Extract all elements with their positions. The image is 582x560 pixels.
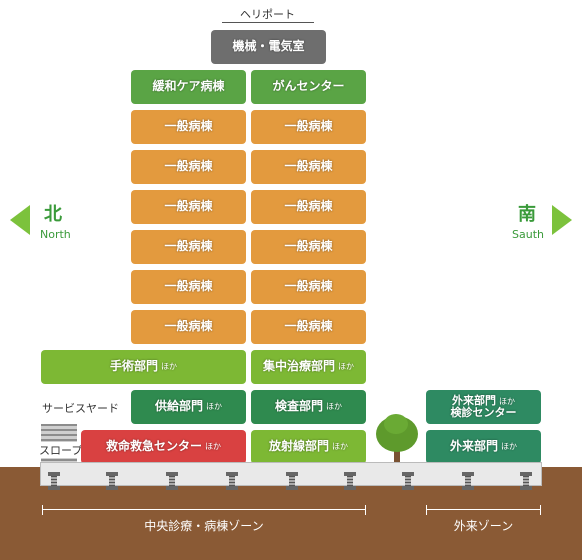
examination-label: 検査部門: [274, 399, 323, 414]
cancer-center: がんセンター: [251, 70, 366, 104]
outpatient-upper-line1: 外来部門ほか: [452, 393, 515, 407]
rooftop-mechanical-electrical-room: 機械・電気室: [211, 30, 326, 64]
supply-department: 供給部門ほか: [131, 390, 246, 424]
north-kanji: 北: [44, 204, 62, 225]
south-arrow-icon: [552, 205, 572, 235]
surgery-sub: ほか: [161, 361, 177, 371]
north-arrow-icon: [10, 205, 30, 235]
radiology-sub: ほか: [332, 441, 348, 451]
south-kanji: 南: [518, 204, 536, 225]
general-ward-label: 一般病棟: [284, 279, 333, 294]
emergency-label: 救命救急センター: [105, 439, 202, 454]
seismic-isolator-icon: [226, 472, 238, 494]
central-zone-dimension: [42, 505, 366, 515]
seismic-isolator-icon: [48, 472, 60, 494]
general-ward-label: 一般病棟: [164, 159, 213, 174]
palliative-care-ward: 緩和ケア病棟: [131, 70, 246, 104]
radiology-department: 放射線部門ほか: [251, 430, 366, 464]
outpatient-lower-sub: ほか: [501, 441, 517, 451]
seismic-isolator-icon: [344, 472, 356, 494]
general-ward-label: 一般病棟: [284, 239, 333, 254]
outpatient-lower-label: 外来部門: [449, 439, 498, 454]
cancer-center-label: がんセンター: [272, 79, 345, 94]
emergency-sub: ほか: [205, 441, 221, 451]
emergency-center: 救命救急センターほか: [81, 430, 246, 464]
outpatient-zone-label: 外来ゾーン: [453, 519, 514, 533]
general-ward: 一般病棟: [251, 230, 366, 264]
radiology-label: 放射線部門: [268, 439, 329, 454]
supply-label: 供給部門: [154, 399, 203, 414]
intensive-care-label: 集中治療部門: [262, 359, 335, 374]
general-ward-label: 一般病棟: [164, 319, 213, 334]
intensive-care-department: 集中治療部門ほか: [251, 350, 366, 384]
outpatient-department: 外来部門ほか: [426, 430, 541, 464]
general-ward-label: 一般病棟: [164, 279, 213, 294]
north-english: North: [40, 228, 71, 241]
examination-department: 検査部門ほか: [251, 390, 366, 424]
general-ward: 一般病棟: [131, 230, 246, 264]
south-english: Sauth: [512, 228, 544, 241]
general-ward: 一般病棟: [131, 190, 246, 224]
seismic-isolator-icon: [166, 472, 178, 494]
seismic-isolator-icon: [286, 472, 298, 494]
outpatient-zone-dimension: [426, 505, 541, 515]
general-ward: 一般病棟: [251, 310, 366, 344]
general-ward: 一般病棟: [251, 190, 366, 224]
general-ward: 一般病棟: [131, 310, 246, 344]
general-ward: 一般病棟: [131, 270, 246, 304]
outpatient-upper-label: 外来部門: [452, 393, 496, 407]
rooftop-label: 機械・電気室: [232, 39, 305, 54]
surgery-department: 手術部門ほか: [41, 350, 246, 384]
general-ward-label: 一般病棟: [284, 159, 333, 174]
surgery-label: 手術部門: [109, 359, 158, 374]
outpatient-checkup-center: 外来部門ほか 検診センター: [426, 390, 541, 424]
general-ward: 一般病棟: [251, 270, 366, 304]
examination-sub: ほか: [326, 401, 342, 411]
general-ward: 一般病棟: [251, 150, 366, 184]
slope-label: スロープ: [37, 442, 85, 458]
seismic-isolator-icon: [520, 472, 532, 494]
seismic-isolator-icon: [402, 472, 414, 494]
general-ward: 一般病棟: [251, 110, 366, 144]
supply-sub: ほか: [206, 401, 222, 411]
palliative-care-label: 緩和ケア病棟: [152, 79, 225, 94]
central-zone-label: 中央診療・病棟ゾーン: [144, 519, 264, 533]
general-ward: 一般病棟: [131, 150, 246, 184]
intensive-care-sub: ほか: [338, 361, 354, 371]
service-yard-label: サービスヤード: [42, 402, 119, 415]
general-ward: 一般病棟: [131, 110, 246, 144]
checkup-center-label: 検診センター: [450, 406, 517, 419]
heliport-line: [222, 22, 314, 23]
general-ward-label: 一般病棟: [284, 199, 333, 214]
seismic-isolator-icon: [106, 472, 118, 494]
general-ward-label: 一般病棟: [164, 119, 213, 134]
heliport-label: ヘリポート: [240, 8, 295, 21]
seismic-isolator-icon: [462, 472, 474, 494]
general-ward-label: 一般病棟: [284, 119, 333, 134]
tree-icon: [374, 414, 420, 470]
general-ward-label: 一般病棟: [164, 199, 213, 214]
general-ward-label: 一般病棟: [164, 239, 213, 254]
outpatient-upper-sub: ほか: [499, 396, 515, 406]
general-ward-label: 一般病棟: [284, 319, 333, 334]
